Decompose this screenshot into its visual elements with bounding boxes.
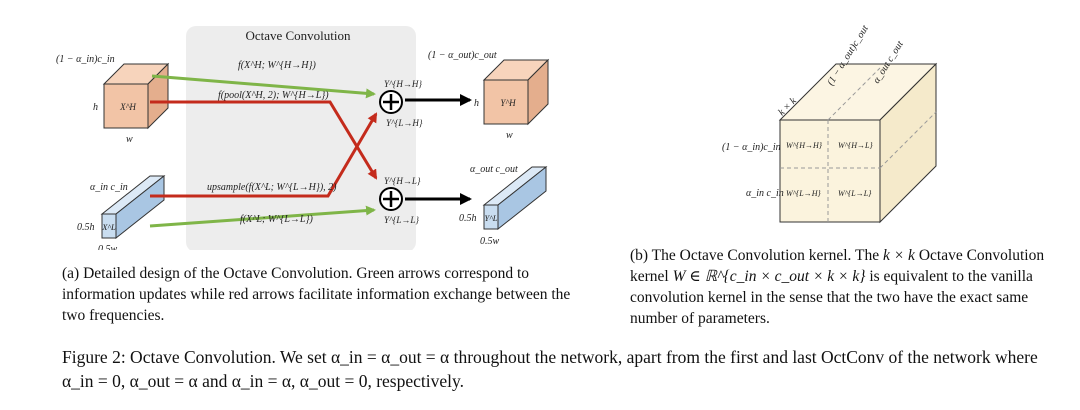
yl-cuboid	[482, 165, 548, 231]
octave-conv-title: Octave Convolution	[245, 28, 351, 43]
in-channels-low: α_in c_in	[90, 182, 128, 193]
kernel-w-ll: W^{L→L}	[838, 189, 872, 198]
kernel-w-hh: W^{H→H}	[786, 141, 823, 150]
out-channels-low: α_out c_out	[470, 164, 518, 175]
caption-b-pre: (b) The Octave Convolution kernel. The	[630, 247, 883, 264]
caption-b-mid: Octave Convolution kernel	[630, 247, 1045, 285]
y-hl-label: Y^{H→L}	[384, 176, 421, 186]
yl-h-label: 0.5h	[459, 213, 477, 224]
arrow-h-to-l	[150, 100, 378, 180]
yh-w-label: w	[506, 130, 513, 141]
kernel-in-low: α_in c_in	[746, 188, 784, 199]
xl-cuboid	[100, 174, 166, 240]
caption-a: (a) Detailed design of the Octave Convol…	[62, 265, 571, 324]
in-channels-high: (1 − α_in)c_in	[56, 54, 115, 65]
caption-b-kk: k × k	[882, 247, 915, 264]
xh-h-label: h	[93, 102, 98, 113]
xl-label: X^L	[101, 222, 116, 232]
arrow-h-to-h-label: f(X^H; W^{H→H})	[238, 60, 316, 71]
kernel-cube	[778, 62, 938, 224]
kernel-w-hl: W^{H→L}	[838, 141, 873, 150]
yl-label: Y^L	[484, 213, 497, 223]
y-ll-label: Y^{L→L}	[384, 215, 419, 225]
yl-w-label: 0.5w	[480, 236, 500, 247]
xl-h-label: 0.5h	[77, 222, 95, 233]
y-lh-label: Y^{L→H}	[386, 118, 423, 128]
caption-b-w: W ∈ ℝ^{c_in × c_out × k × k}	[672, 268, 866, 285]
xh-w-label: w	[126, 134, 133, 145]
arrow-h-to-l-label: f(pool(X^H, 2); W^{H→L})	[218, 90, 329, 101]
figure-diagrams: Octave Convolution X^H (1 − α_in)c_in h …	[56, 23, 938, 250]
figure-caption: Figure 2: Octave Convolution. We set α_i…	[62, 347, 1038, 391]
xl-w-label: 0.5w	[98, 244, 118, 250]
yh-label: Y^H	[500, 98, 516, 108]
arrow-h-to-h	[151, 74, 376, 99]
yh-h-label: h	[474, 98, 479, 109]
caption-b-post: is equivalent to the vanilla convolution…	[630, 268, 1033, 327]
sum-low	[379, 187, 403, 211]
yh-cube	[482, 58, 550, 126]
arrow-l-to-h-label: upsample(f(X^L; W^{L→H}), 2)	[207, 182, 337, 193]
xh-cube	[102, 62, 170, 130]
arrow-l-to-l	[149, 205, 376, 228]
y-hh-label: Y^{H→H}	[384, 79, 422, 89]
sum-high	[379, 90, 403, 114]
kernel-w-lh: W^{L→H}	[786, 189, 821, 198]
arrow-l-to-h	[150, 112, 378, 198]
caption-b: (b) The Octave Convolution kernel. The k…	[630, 245, 1050, 329]
arrow-l-to-l-label: f(X^L; W^{L→L})	[240, 214, 313, 225]
xh-label: X^H	[119, 102, 136, 112]
kernel-in-high: (1 − α_in)c_in	[722, 142, 781, 153]
out-channels-high: (1 − α_out)c_out	[428, 50, 497, 61]
